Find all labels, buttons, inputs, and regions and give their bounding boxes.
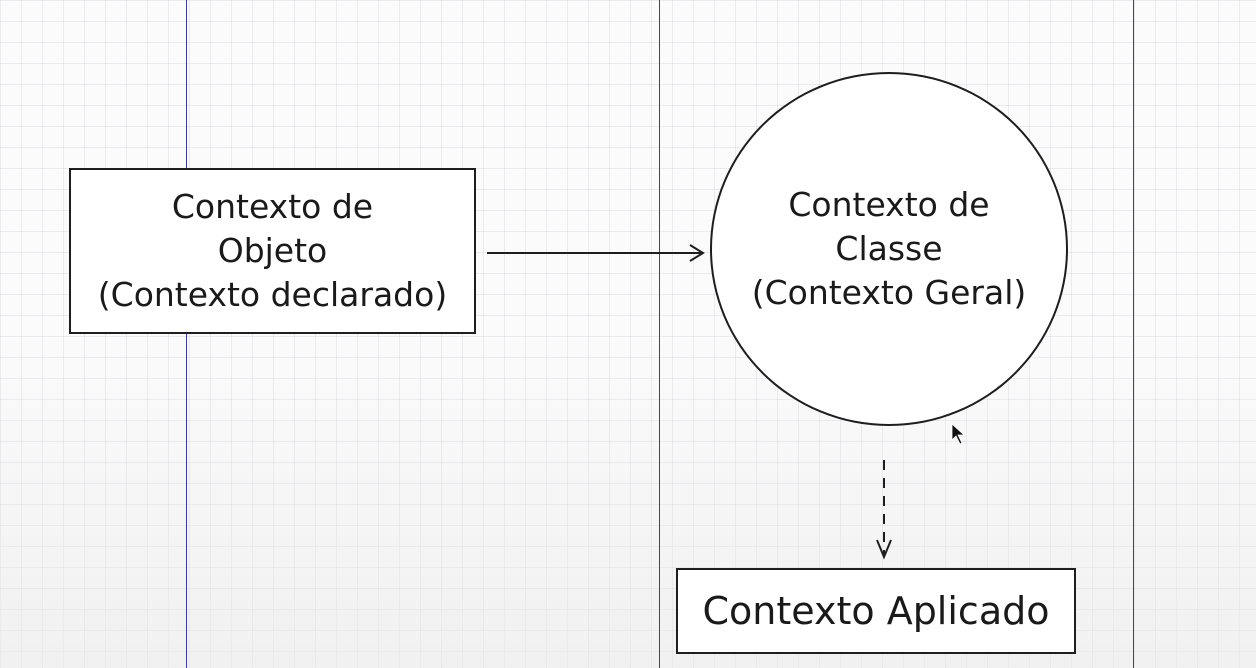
class-context-node[interactable]: Contexto de Classe (Contexto Geral): [710, 72, 1068, 426]
swimlane-divider-2: [659, 0, 660, 668]
applied-context-label: Contexto Aplicado: [702, 589, 1050, 633]
class-to-applied-dashed-arrow[interactable]: [876, 460, 892, 560]
class-context-label: Contexto de Classe (Contexto Geral): [751, 185, 1027, 312]
swimlane-divider-3: [1133, 0, 1134, 668]
arrow-head: [689, 244, 705, 262]
mouse-cursor-icon: [951, 423, 966, 445]
object-to-class-arrow[interactable]: [487, 244, 705, 262]
dashed-arrow-head: [876, 539, 892, 560]
applied-context-node[interactable]: Contexto Aplicado: [676, 568, 1076, 654]
swimlane-divider-1: [186, 0, 187, 668]
object-context-label: Contexto de Objeto (Contexto declarado): [97, 187, 448, 314]
object-context-node[interactable]: Contexto de Objeto (Contexto declarado): [69, 168, 476, 334]
